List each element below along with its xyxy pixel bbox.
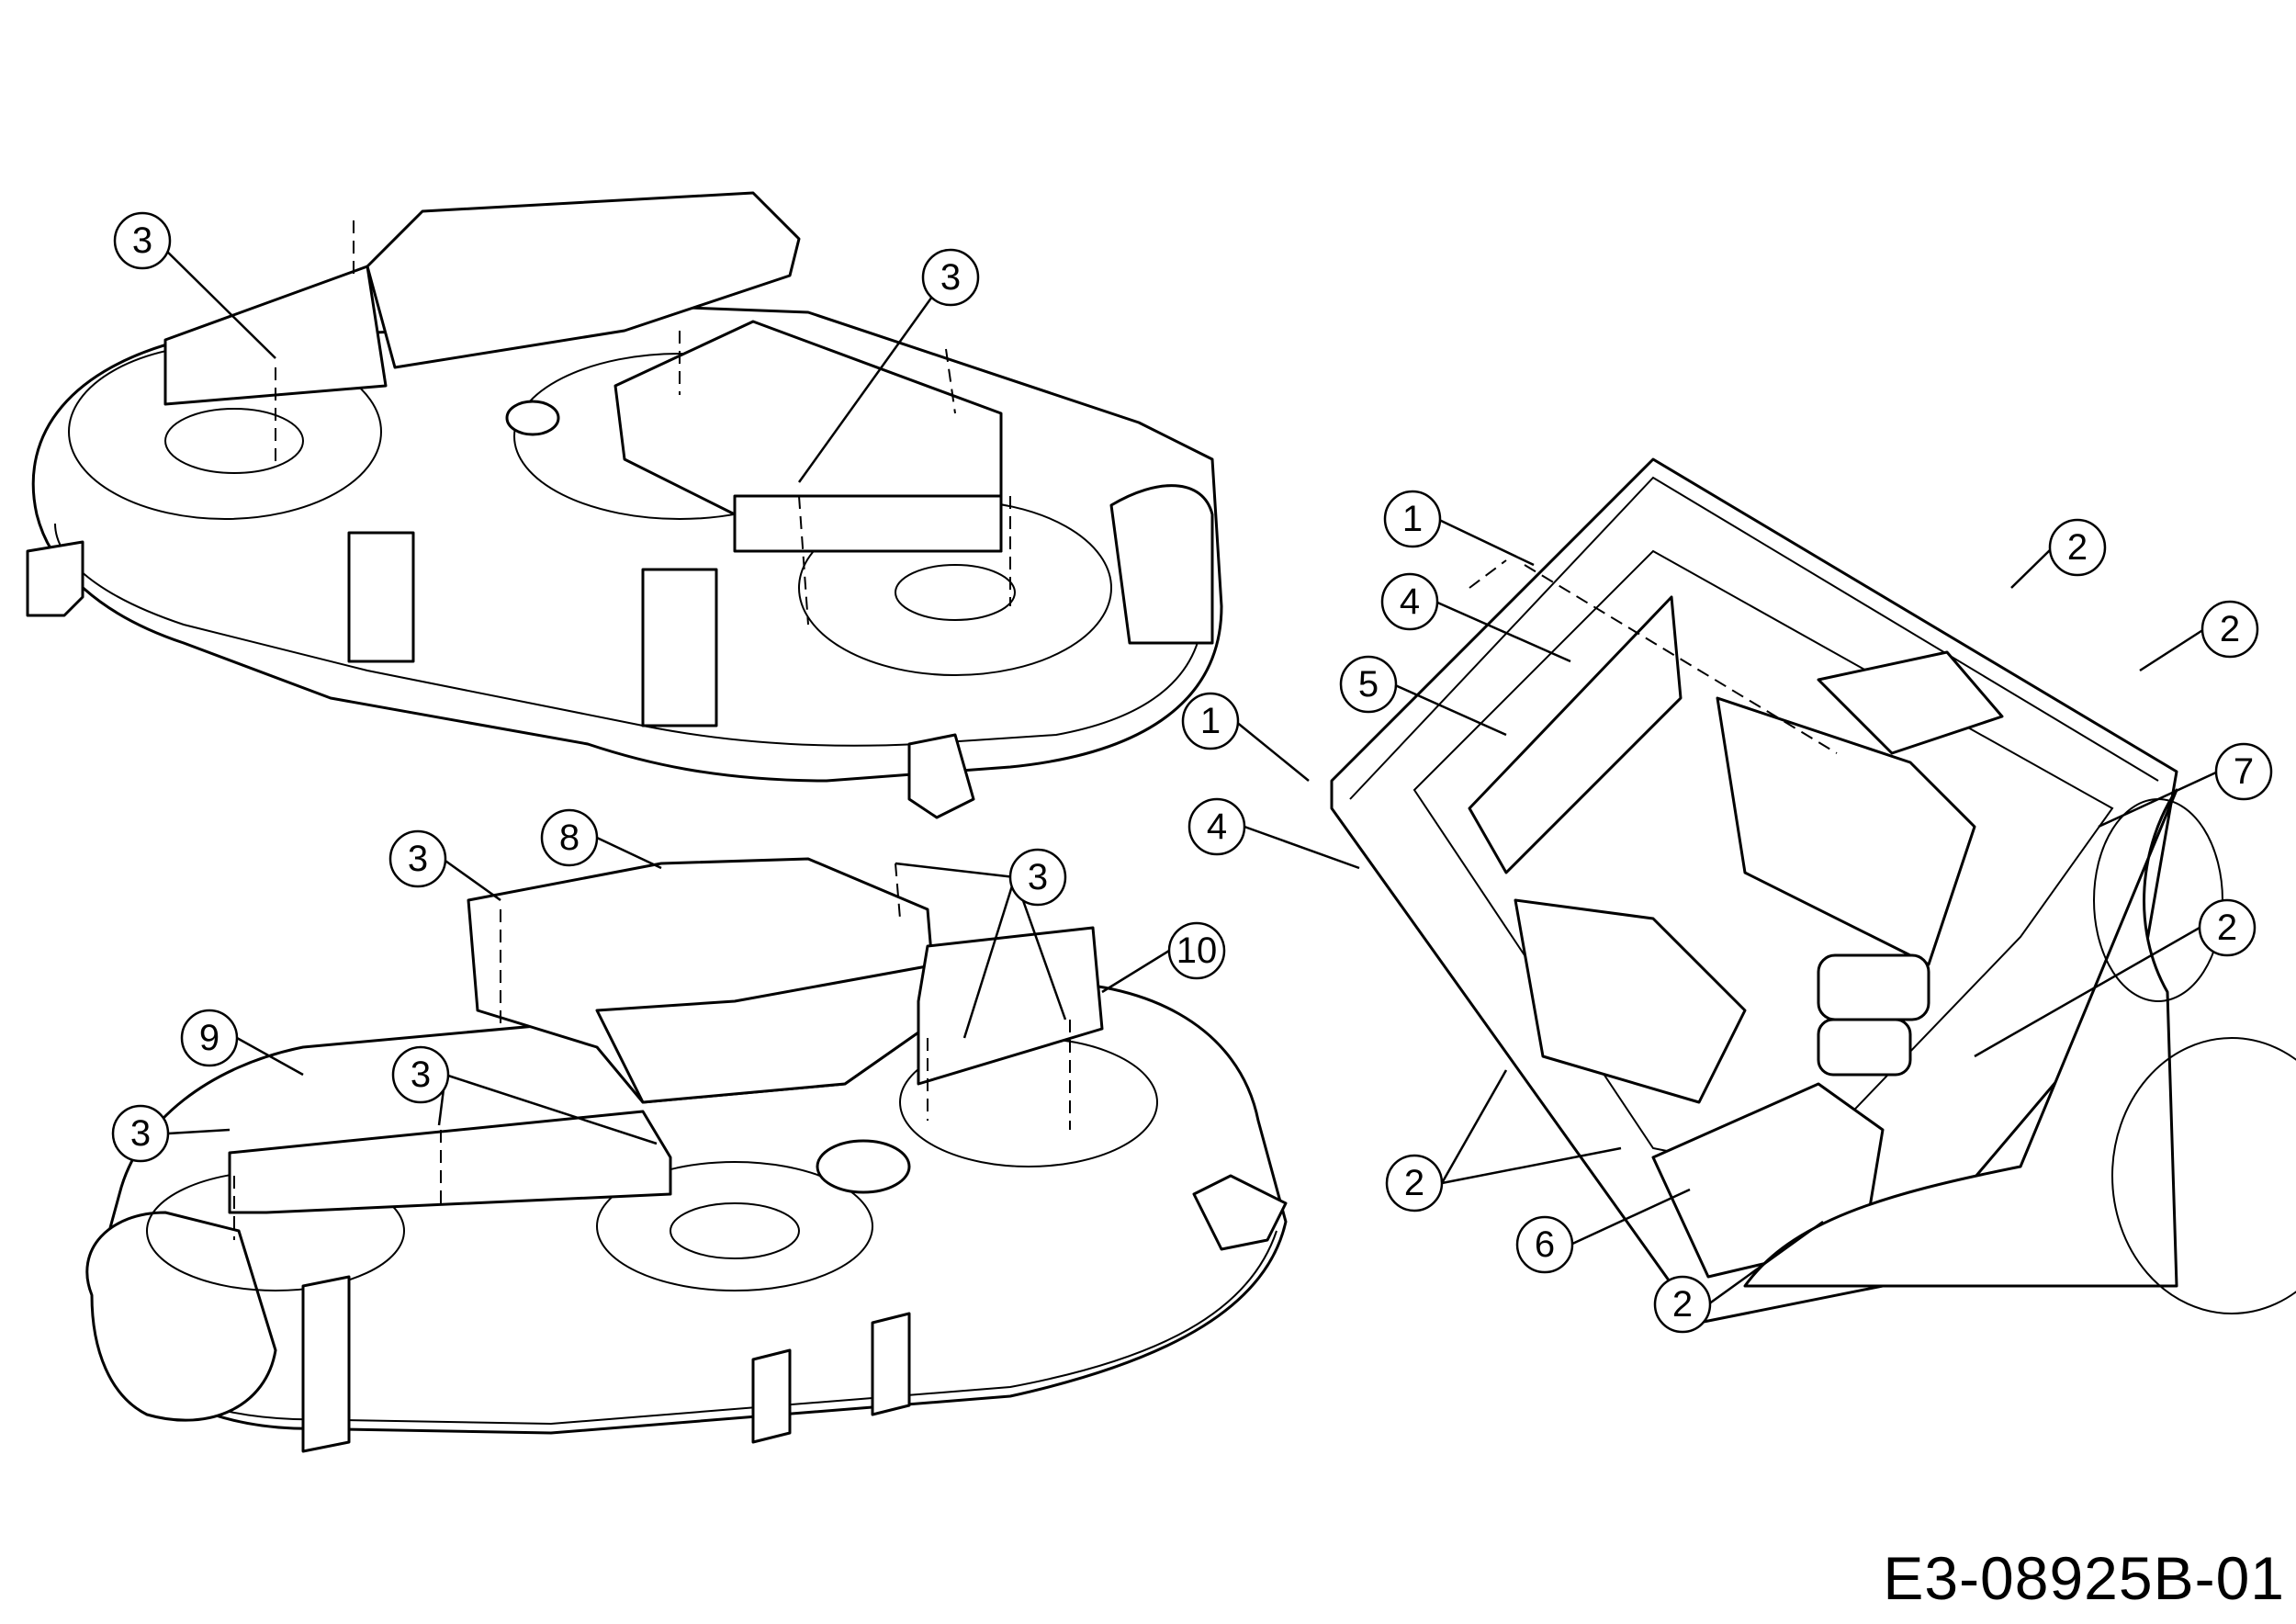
callout-4: 4 <box>1187 797 1360 870</box>
callout-label: 2 <box>2220 609 2240 649</box>
pulley-icon <box>816 1139 911 1194</box>
drawing-code: E3-08925B-01 <box>1883 1544 2285 1612</box>
callout-label: 5 <box>1358 664 1379 705</box>
callout-label: 3 <box>1028 857 1048 897</box>
callout-label: 2 <box>2067 527 2088 568</box>
callout-label: 2 <box>1672 1284 1693 1325</box>
callout-8: 8 <box>540 808 662 870</box>
callout-2: 2 <box>1653 1220 1824 1334</box>
callout-7: 7 <box>2098 742 2273 829</box>
callout-1: 1 <box>1383 490 1535 567</box>
callout-label: 3 <box>408 839 428 879</box>
callout-label: 8 <box>559 818 580 858</box>
callout-label: 3 <box>132 220 152 261</box>
callout-2: 2 <box>1974 898 2257 1058</box>
callout-label: 10 <box>1176 930 1218 971</box>
callout-6: 6 <box>1515 1188 1691 1274</box>
callout-2: 2 <box>2010 518 2107 589</box>
callout-3: 3 <box>388 829 501 902</box>
callout-3: 3 <box>797 248 980 483</box>
callout-label: 4 <box>1207 806 1227 847</box>
mower-deck-bottom-view <box>85 857 1288 1453</box>
callout-3: 3 <box>113 211 276 359</box>
callout-label: 7 <box>2234 751 2254 792</box>
callout-10: 10 <box>1101 921 1226 994</box>
callout-2: 2 <box>1385 1069 1622 1212</box>
callout-label: 9 <box>199 1018 219 1058</box>
callout-label: 2 <box>2217 908 2237 948</box>
callout-label: 1 <box>1402 499 1423 539</box>
callout-1: 1 <box>1181 692 1310 782</box>
callout-9: 9 <box>180 1009 304 1077</box>
callout-3: 3 <box>111 1104 231 1163</box>
callout-5: 5 <box>1339 655 1507 737</box>
callout-label: 6 <box>1535 1224 1555 1265</box>
callout-label: 2 <box>1404 1163 1424 1203</box>
callout-label: 1 <box>1200 701 1221 741</box>
callout-label: 3 <box>940 257 961 298</box>
callout-label: 4 <box>1400 581 1420 622</box>
tractor-frame-assembly <box>1330 457 2296 1325</box>
pulley-icon <box>505 400 560 436</box>
mower-deck-top-view <box>26 191 1223 819</box>
callout-3: 3 <box>895 848 1067 1039</box>
callout-2: 2 <box>2139 600 2259 672</box>
callout-label: 3 <box>411 1054 431 1095</box>
callout-3: 3 <box>391 1045 658 1145</box>
callout-4: 4 <box>1380 572 1571 663</box>
callout-label: 3 <box>130 1113 151 1154</box>
